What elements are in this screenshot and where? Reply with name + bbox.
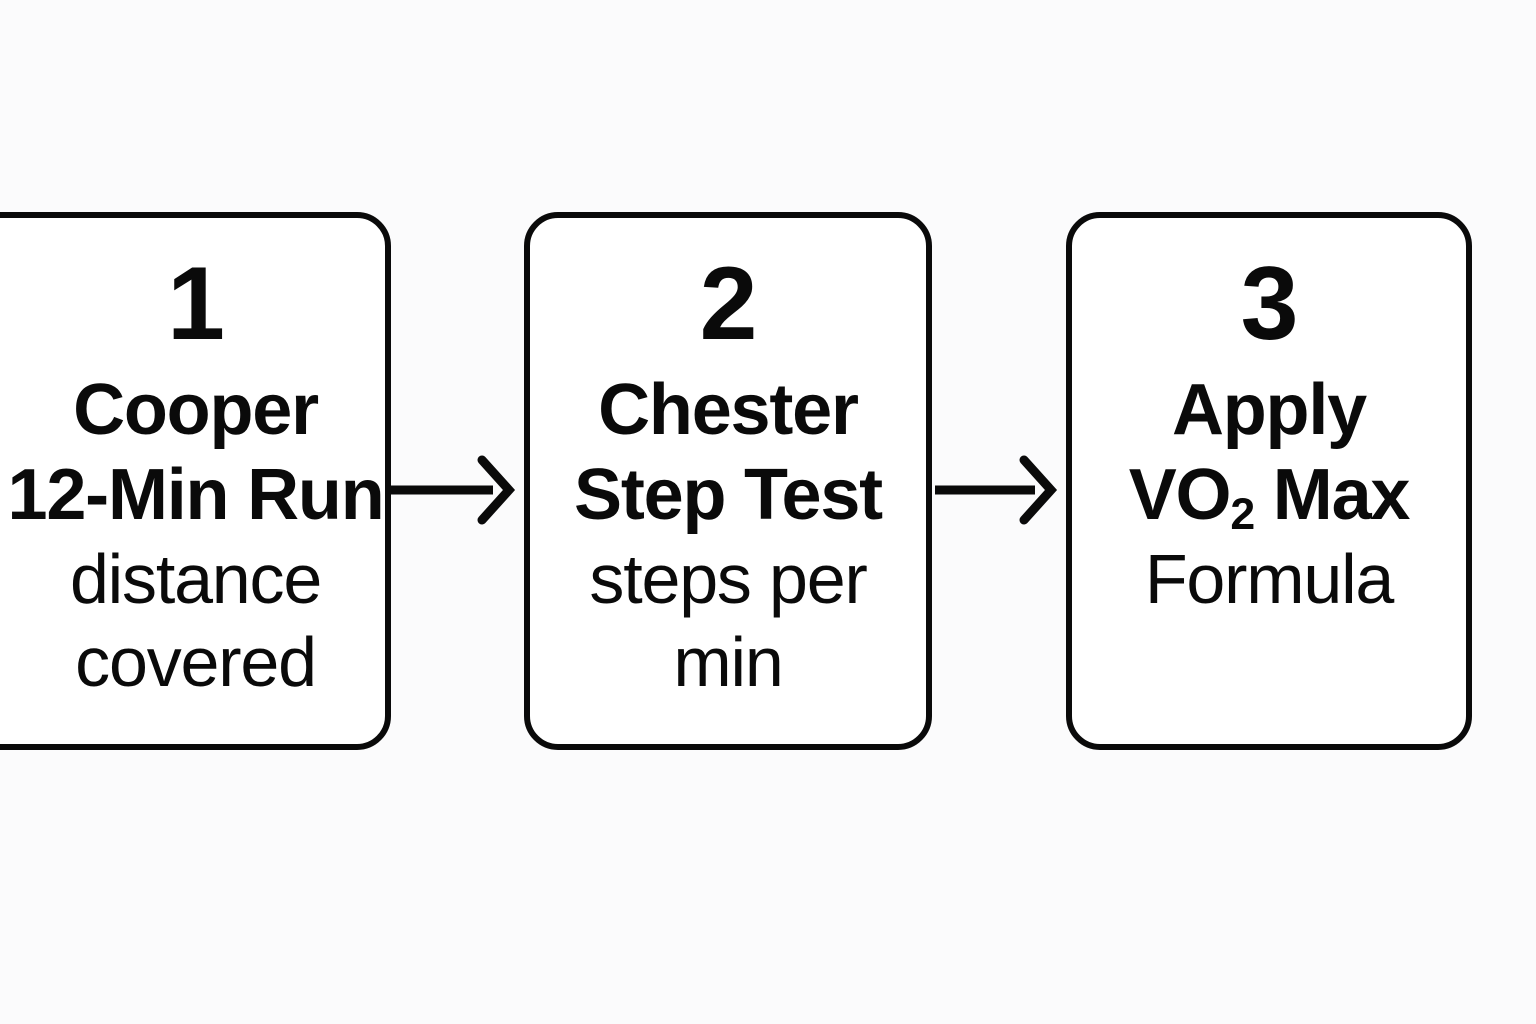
step-title-2: Chester Step Test <box>574 368 883 538</box>
connector-arrow-2-to-3 <box>932 452 1068 528</box>
step-box-3[interactable]: 3 Apply VO2 Max Formula <box>1066 212 1472 750</box>
step-title-3: Apply VO2 Max <box>1128 368 1411 539</box>
step-desc-3-line-1: Formula <box>1144 539 1395 618</box>
step-title-3-line-1: Apply <box>1171 370 1367 450</box>
step-title-1-line-1: Cooper <box>73 370 319 450</box>
step-box-1[interactable]: 1 Cooper 12-Min Run distance covered <box>0 212 391 750</box>
arrow-right-icon <box>935 455 1058 525</box>
step-box-2[interactable]: 2 Chester Step Test steps per min <box>524 212 932 750</box>
arrow-right-icon <box>388 455 516 525</box>
connector-arrow-1-to-2 <box>385 452 527 528</box>
step-number-1: 1 <box>167 246 225 362</box>
step-desc-1-line-2: covered <box>75 622 317 701</box>
vo2-subscript: 2 <box>1230 489 1255 539</box>
step-title-1-line-2: 12-Min Run <box>7 454 385 535</box>
step-title-3-line-2: VO2 Max <box>1128 453 1411 539</box>
step-number-2: 2 <box>699 246 758 362</box>
step-desc-1: distance covered <box>69 538 322 703</box>
step-desc-2-line-1: steps per <box>589 539 867 618</box>
step-desc-2-line-2: min <box>673 622 783 701</box>
step-desc-2: steps per min <box>589 538 867 703</box>
vo2-suffix: Max <box>1253 454 1411 535</box>
step-desc-3: Formula <box>1144 538 1395 621</box>
step-title-2-line-1: Chester <box>598 370 859 450</box>
step-title-1: Cooper 12-Min Run <box>7 368 385 538</box>
step-title-2-line-2: Step Test <box>574 454 883 535</box>
vo2-prefix: VO <box>1128 454 1232 535</box>
step-number-3: 3 <box>1240 246 1299 362</box>
step-desc-1-line-1: distance <box>69 539 322 618</box>
